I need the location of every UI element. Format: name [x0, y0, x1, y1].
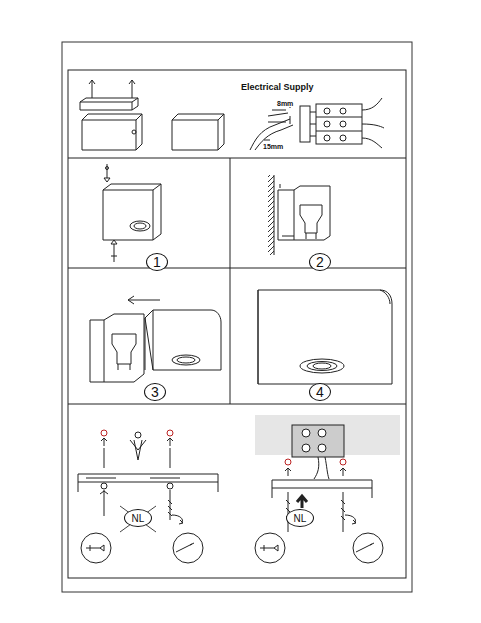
section-heading: Electrical Supply [240, 82, 315, 92]
callout-number: 4 [316, 384, 324, 400]
callout-number: 1 [153, 254, 161, 270]
callout-circle: NL [286, 509, 314, 527]
callout-number: NL [132, 513, 145, 524]
callout-circle: 4 [309, 383, 331, 401]
callout-circle: 2 [309, 253, 331, 271]
callout-circle: NL [124, 509, 152, 527]
dimension-label: 8mm [276, 100, 294, 107]
dimension-label: 15mm [262, 143, 284, 150]
callout-circle: 3 [144, 383, 166, 401]
callout-number: 3 [151, 384, 159, 400]
callout-number: NL [294, 513, 307, 524]
callout-number: 2 [316, 254, 324, 270]
callout-circle: 1 [146, 253, 168, 271]
